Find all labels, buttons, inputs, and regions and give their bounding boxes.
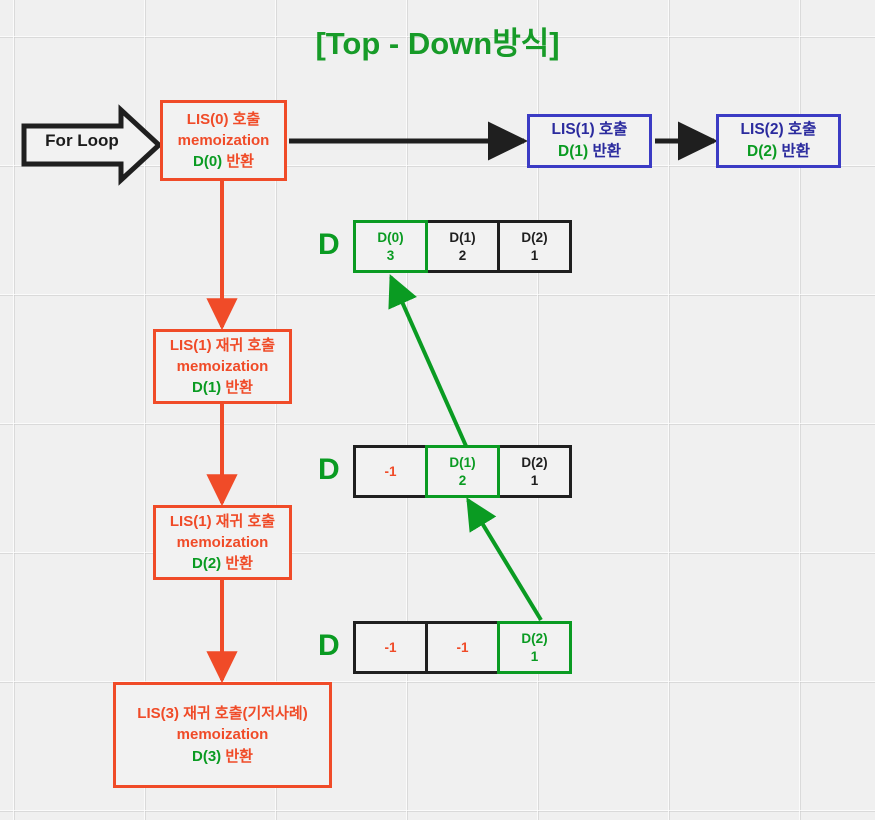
box-lis0-line2: memoization [177, 131, 270, 149]
dp-cell-0-1[interactable]: D(1) 2 [425, 220, 500, 273]
arrow-d2-to-d1 [466, 497, 543, 622]
array-label-2: D [318, 629, 340, 662]
dp-array-0: D(0) 3 D(1) 2 D(2) 1 [353, 220, 572, 273]
box-rec3-line2: memoization [176, 726, 269, 744]
box-lis1-call[interactable]: LIS(1) 호출 D(1) 반환 [527, 114, 652, 168]
page-title: [Top - Down방식] [315, 26, 560, 61]
box-lis0-return-text: 반환 [222, 153, 254, 171]
box-rec1-line3: D(1) 반환 [192, 377, 253, 398]
box-rec1-line2: memoization [176, 357, 269, 375]
box-lis1-line3: D(1) 반환 [558, 141, 621, 163]
for-loop-label: For Loop [45, 131, 119, 150]
array-label-0: D [318, 228, 340, 261]
arrow-d1-to-d0 [388, 274, 468, 447]
dp-array-2: -1 -1 D(2) 1 [353, 621, 572, 674]
dp-cell-0-0-name: D(0) [377, 229, 404, 245]
box-lis2-call[interactable]: LIS(2) 호출 D(2) 반환 [716, 114, 841, 168]
box-lis2-line1: LIS(2) 호출 [740, 121, 817, 138]
dp-cell-2-0[interactable]: -1 [353, 621, 428, 674]
box-rec3-line3: D(3) 반환 [192, 746, 253, 767]
dp-cell-2-1-value: -1 [456, 639, 469, 655]
box-rec3-return-text: 반환 [221, 747, 253, 765]
box-rec2-line1: LIS(1) 재귀 호출 [169, 512, 276, 530]
box-lis1-line1: LIS(1) 호출 [551, 121, 628, 138]
dp-cell-0-1-value: 2 [458, 247, 467, 263]
dp-cell-1-1[interactable]: D(1) 2 [425, 445, 500, 498]
box-rec1-return-text: 반환 [221, 379, 253, 397]
box-rec2-line2: memoization [176, 533, 269, 551]
box-lis0-call[interactable]: LIS(0) 호출 memoization D(0) 반환 [160, 100, 287, 181]
array-label-1: D [318, 453, 340, 486]
box-lis0-return-var: D(0) [193, 153, 223, 171]
box-lis2-return-var: D(2) [747, 143, 778, 160]
dp-cell-1-1-name: D(1) [449, 454, 476, 470]
dp-cell-0-1-name: D(1) [449, 229, 476, 245]
dp-cell-2-2-name: D(2) [521, 630, 548, 646]
dp-cell-0-2[interactable]: D(2) 1 [497, 220, 572, 273]
box-rec2-return-text: 반환 [221, 555, 253, 573]
dp-cell-1-2[interactable]: D(2) 1 [497, 445, 572, 498]
box-lis0-line3: D(0) 반환 [193, 151, 254, 172]
box-rec1-return-var: D(1) [192, 379, 222, 397]
dp-cell-2-1[interactable]: -1 [425, 621, 500, 674]
dp-cell-1-0[interactable]: -1 [353, 445, 428, 498]
box-lis2-return-text: 반환 [777, 143, 810, 160]
dp-cell-0-0-value: 3 [386, 247, 395, 263]
dp-cell-0-2-name: D(2) [521, 229, 548, 245]
box-recursive-lis1-b[interactable]: LIS(1) 재귀 호출 memoization D(2) 반환 [153, 505, 292, 580]
box-lis1-return-var: D(1) [558, 143, 589, 160]
dp-cell-1-2-value: 1 [530, 472, 539, 488]
box-rec3-line1: LIS(3) 재귀 호출(기저사례) [137, 705, 308, 723]
dp-cell-2-2-value: 1 [530, 648, 539, 664]
box-rec2-line3: D(2) 반환 [192, 553, 253, 574]
box-lis0-line1: LIS(0) 호출 [186, 110, 261, 128]
box-rec3-return-var: D(3) [192, 747, 222, 765]
dp-cell-1-1-value: 2 [458, 472, 467, 488]
box-lis1-return-text: 반환 [588, 143, 621, 160]
box-lis2-line3: D(2) 반환 [747, 141, 810, 163]
dp-cell-1-2-name: D(2) [521, 454, 548, 470]
dp-array-1: -1 D(1) 2 D(2) 1 [353, 445, 572, 498]
dp-cell-2-0-value: -1 [384, 639, 397, 655]
box-rec1-line1: LIS(1) 재귀 호출 [169, 336, 276, 354]
box-recursive-lis3-base[interactable]: LIS(3) 재귀 호출(기저사례) memoization D(3) 반환 [113, 682, 332, 788]
dp-cell-0-0[interactable]: D(0) 3 [353, 220, 428, 273]
dp-cell-0-2-value: 1 [530, 247, 539, 263]
box-recursive-lis1-a[interactable]: LIS(1) 재귀 호출 memoization D(1) 반환 [153, 329, 292, 404]
box-rec2-return-var: D(2) [192, 555, 222, 573]
dp-cell-2-2[interactable]: D(2) 1 [497, 621, 572, 674]
dp-cell-1-0-value: -1 [384, 463, 397, 479]
